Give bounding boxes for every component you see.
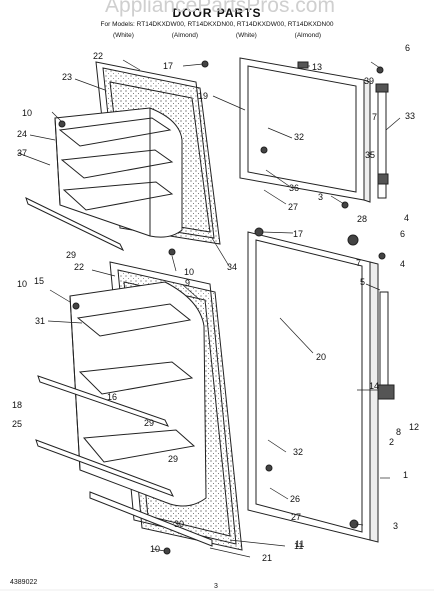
fresh-food-door-shelves <box>69 281 207 507</box>
model-color-4: (Almond) <box>294 32 322 39</box>
callout-6: 6 <box>405 43 410 53</box>
page-title: DOOR PARTS <box>172 6 262 20</box>
callout-27: 27 <box>291 512 301 522</box>
callout-14: 14 <box>369 381 379 391</box>
callout-5: 5 <box>360 277 365 287</box>
fresh-food-door-rails <box>35 375 213 547</box>
callout-31: 31 <box>35 316 45 326</box>
callout-30: 30 <box>174 519 184 529</box>
callout-18: 18 <box>12 400 22 410</box>
callout-29: 29 <box>66 250 76 260</box>
callout-10: 10 <box>150 544 160 554</box>
document-number: 4389022 <box>10 579 38 586</box>
callout-27: 27 <box>288 202 298 212</box>
model-colors: (White) (Almond) (White) (Almond) <box>0 30 434 41</box>
callout-32: 32 <box>293 447 303 457</box>
callout-39: 39 <box>364 76 374 86</box>
callout-32: 32 <box>294 132 304 142</box>
model-3: RT14DKXDW00 <box>236 21 285 28</box>
model-color-3: (White) <box>235 32 257 39</box>
model-2: RT14DKXDN00 <box>187 21 234 28</box>
callout-33: 33 <box>405 111 415 121</box>
leader-lines <box>17 59 401 558</box>
callout-11: 11 <box>295 539 304 549</box>
page-number: 3 <box>214 583 218 590</box>
callout-35: 35 <box>365 150 375 160</box>
callout-9: 9 <box>185 278 190 288</box>
callout-6: 6 <box>400 229 405 239</box>
callout-22: 22 <box>74 262 84 272</box>
callout-12: 12 <box>409 422 419 432</box>
diagram-header: AppliancePartsPros.com DOOR PARTS For Mo… <box>0 0 434 41</box>
callout-3: 3 <box>393 521 398 531</box>
callout-28: 28 <box>357 214 367 224</box>
callout-23: 23 <box>62 72 72 82</box>
fresh-food-door-panel <box>247 231 379 543</box>
callout-37: 37 <box>17 148 27 158</box>
callout-13: 13 <box>312 62 322 72</box>
callout-22: 22 <box>93 51 103 61</box>
callout-34: 34 <box>227 262 237 272</box>
callout-36: 36 <box>289 183 299 193</box>
callout-7: 7 <box>356 258 361 268</box>
callout-10: 10 <box>184 267 194 277</box>
callout-24: 24 <box>17 129 27 139</box>
callout-2: 2 <box>389 437 394 447</box>
hinge-bottom <box>377 291 395 400</box>
callout-21: 21 <box>262 553 272 563</box>
callout-8: 8 <box>396 427 401 437</box>
callout-17: 17 <box>163 61 173 71</box>
freezer-door-rail <box>25 197 125 252</box>
fasteners <box>58 60 386 555</box>
model-list: For Models: RT14DKXDW00, RT14DKXDN00, RT… <box>100 21 334 28</box>
callout-11: 11 <box>294 541 303 551</box>
callout-29: 29 <box>144 418 154 428</box>
callout-20: 20 <box>316 352 326 362</box>
callout-29: 29 <box>168 454 178 464</box>
callout-10: 10 <box>22 108 32 118</box>
hinge-top <box>375 83 389 199</box>
callout-26: 26 <box>290 494 300 504</box>
callout-4: 4 <box>400 259 405 269</box>
model-color-1: (White) <box>112 32 134 39</box>
model-4: RT14DKXDN00 <box>287 21 334 28</box>
model-1: For Models: RT14DKXDW00 <box>100 21 184 28</box>
freezer-door-panel <box>239 57 371 203</box>
callout-16: 16 <box>107 392 117 402</box>
callout-3: 3 <box>318 192 323 202</box>
model-color-2: (Almond) <box>171 32 199 39</box>
callout-4: 4 <box>404 213 409 223</box>
callout-15: 15 <box>34 276 44 286</box>
callout-25: 25 <box>12 419 22 429</box>
callout-19: 19 <box>198 91 208 101</box>
callout-1: 1 <box>403 470 408 480</box>
callout-7: 7 <box>372 112 377 122</box>
callout-10: 10 <box>17 279 27 289</box>
callout-17: 17 <box>293 229 303 239</box>
freezer-shelf-bin <box>54 107 183 238</box>
